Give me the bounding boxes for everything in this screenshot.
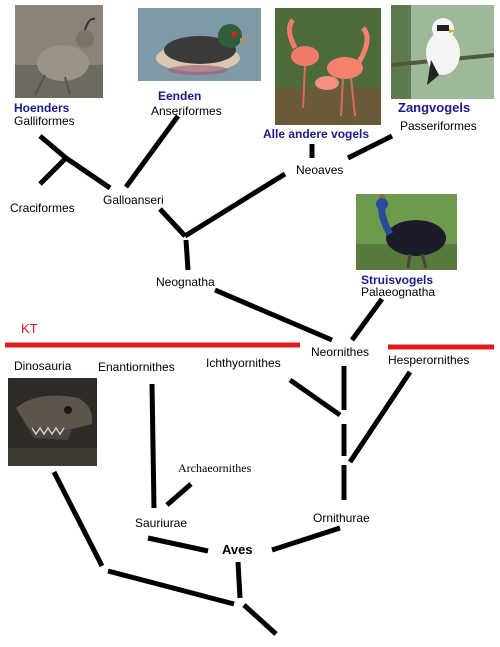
branch — [147, 535, 209, 554]
branch — [123, 114, 181, 189]
flamingo-photo — [275, 8, 381, 125]
group-label-struisvogels: Struisvogels — [361, 273, 434, 287]
myna-photo — [391, 5, 494, 99]
branch — [271, 525, 341, 553]
taxon-label-enantiornithes: Enantiornithes — [98, 360, 175, 374]
quail-photo — [15, 5, 103, 98]
taxon-label-sauriurae: Sauriurae — [135, 516, 188, 530]
group-label-zangvogels: Zangvogels — [398, 100, 471, 115]
branch — [183, 171, 287, 239]
taxon-label-neognatha: Neognatha — [156, 275, 215, 289]
branch — [288, 377, 342, 418]
taxon-label-archaeornithes: Archaeornithes — [178, 461, 252, 475]
branch — [347, 370, 413, 464]
branch — [38, 156, 68, 186]
taxon-label-ichthyornithes: Ichthyornithes — [206, 356, 281, 370]
branch — [214, 287, 333, 343]
branch — [165, 482, 193, 507]
branch — [64, 155, 112, 191]
kt-label: KT — [21, 321, 38, 336]
branch — [235, 561, 243, 599]
taxon-label-palaeognatha: Palaeognatha — [361, 285, 436, 299]
branch — [149, 383, 157, 509]
taxon-label-neornithes: Neornithes — [311, 345, 370, 359]
branch — [51, 470, 105, 568]
branch — [107, 568, 235, 607]
group-label-eenden: Eenden — [158, 89, 202, 103]
branch — [242, 603, 278, 636]
branch — [158, 207, 187, 238]
taxon-label-galloanseri: Galloanseri — [103, 193, 164, 207]
branch — [38, 134, 68, 160]
group-label-alle-andere-vogels: Alle andere vogels — [263, 127, 370, 141]
cassowary-photo — [356, 194, 457, 270]
taxon-label-hesperornithes: Hesperornithes — [388, 353, 470, 367]
taxon-label-ornithurae: Ornithurae — [313, 511, 370, 525]
branch — [349, 297, 385, 342]
group-label-hoenders: Hoenders — [14, 101, 70, 115]
taxon-label-anseriformes: Anseriformes — [151, 104, 222, 118]
branch — [183, 239, 191, 271]
taxon-label-dinosauria: Dinosauria — [14, 359, 72, 373]
taxon-label-craciformes: Craciformes — [10, 201, 75, 215]
taxon-label-galliformes: Galliformes — [14, 114, 75, 128]
branch — [346, 133, 394, 161]
dinosaur-skull-photo — [8, 378, 97, 466]
wood-duck-photo — [138, 8, 261, 81]
taxon-label-neoaves: Neoaves — [296, 163, 344, 177]
taxon-label-aves: Aves — [222, 542, 253, 557]
taxon-label-passeriformes: Passeriformes — [400, 119, 477, 133]
